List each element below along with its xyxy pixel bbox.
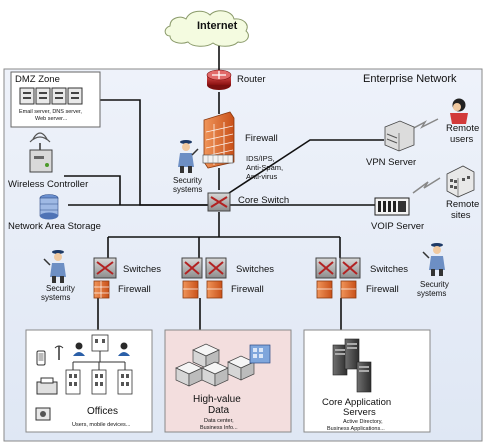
voip-server-icon: [374, 197, 410, 216]
branch-3-switches-label: Switches: [370, 264, 408, 275]
office-user-icons: [73, 342, 130, 356]
security-left-label-1: Security: [46, 284, 75, 293]
core-apps-caption-line-2: Business Applications...: [327, 426, 385, 432]
hvd-title-line-1: High-value: [193, 394, 241, 405]
security-right-label-2: systems: [417, 289, 446, 298]
branch-1-switches-label: Switches: [123, 264, 161, 275]
desk-phone-icon: [35, 407, 51, 421]
security-center-label-2: systems: [173, 185, 202, 194]
branch-1-firewall-label: Firewall: [118, 284, 151, 295]
branch-3-switch-icons: [315, 257, 361, 279]
core-apps-title-line-1: Core Application: [322, 397, 391, 408]
core-apps-caption-line-1: Active Directory,: [343, 419, 383, 425]
firewall-feature-1: IDS/IPS,: [246, 154, 275, 163]
branch-2-firewall-icons: [182, 280, 223, 299]
network-links: [64, 46, 384, 330]
firewall-icon: [202, 111, 235, 169]
vpn-server-icon: [384, 120, 415, 152]
security-guard-right-icon: [422, 243, 445, 276]
branch-1-switch-icon: [93, 257, 117, 279]
remote-users-label-1: Remote: [446, 123, 479, 134]
hvd-title-line-2: Data: [208, 405, 230, 416]
vpn-server-label: VPN Server: [366, 157, 416, 168]
data-center-server-icons: [175, 343, 255, 387]
core-switch-label: Core Switch: [238, 195, 289, 206]
router-icon: [206, 69, 232, 90]
security-guard-left-icon: [43, 250, 66, 283]
security-left-label-2: systems: [41, 293, 70, 302]
security-guard-icon: [178, 140, 199, 173]
core-switch-icon: [207, 192, 231, 212]
enterprise-network-title: Enterprise Network: [363, 73, 457, 85]
mobile-phone-icon: [36, 350, 46, 366]
branch-3-firewall-icons: [316, 280, 357, 299]
nas-label: Network Area Storage: [8, 221, 101, 232]
firewall-feature-3: Anti-virus: [246, 172, 278, 181]
dmz-caption-line-1: Email server, DNS server,: [19, 109, 82, 115]
offices-title: Offices: [87, 406, 118, 417]
office-building-windows: [69, 339, 129, 386]
router-label: Router: [237, 74, 266, 85]
core-apps-title-line-2: Servers: [343, 407, 376, 418]
offices-caption: Users, mobile devices...: [72, 422, 131, 428]
data-storage-icon: [249, 344, 271, 364]
firewall-feature-2: Anti-Spam,: [246, 163, 283, 172]
branch-3-firewall-label: Firewall: [366, 284, 399, 295]
remote-users-label-2: users: [450, 134, 473, 145]
security-center-label-1: Security: [173, 176, 202, 185]
internet-label: Internet: [197, 20, 238, 32]
security-right-label-1: Security: [420, 280, 449, 289]
hvd-caption-line-1: Data center,: [204, 418, 234, 424]
remote-sites-label-1: Remote: [446, 199, 479, 210]
voip-server-label: VOIP Server: [371, 221, 424, 232]
branch-2-switch-icons: [181, 257, 227, 279]
branch-2-firewall-label: Firewall: [231, 284, 264, 295]
dmz-server-icons: [19, 87, 83, 105]
wireless-controller-label: Wireless Controller: [8, 179, 88, 190]
office-tree-lines: [72, 351, 126, 370]
nas-icon: [39, 194, 59, 220]
branch-2-switches-label: Switches: [236, 264, 274, 275]
dmz-caption-line-2: Web server...: [35, 116, 68, 122]
hvd-caption-line-2: Business Info...: [200, 425, 238, 431]
dmz-title: DMZ Zone: [15, 74, 60, 85]
printer-icon: [36, 377, 58, 395]
branch-1-firewall-icon: [93, 280, 110, 299]
remote-user-icon: [450, 98, 468, 124]
remote-site-icon: [446, 165, 475, 198]
wifi-antenna-icon: [54, 345, 64, 360]
internet-cloud-icon: [164, 10, 249, 47]
remote-users-link-icon: [409, 118, 439, 131]
firewall-label: Firewall: [245, 133, 278, 144]
tower-server-icons: [332, 338, 372, 393]
wireless-controller-icon: [29, 132, 53, 173]
remote-sites-label-2: sites: [451, 210, 471, 221]
remote-sites-link-icon: [412, 177, 441, 194]
